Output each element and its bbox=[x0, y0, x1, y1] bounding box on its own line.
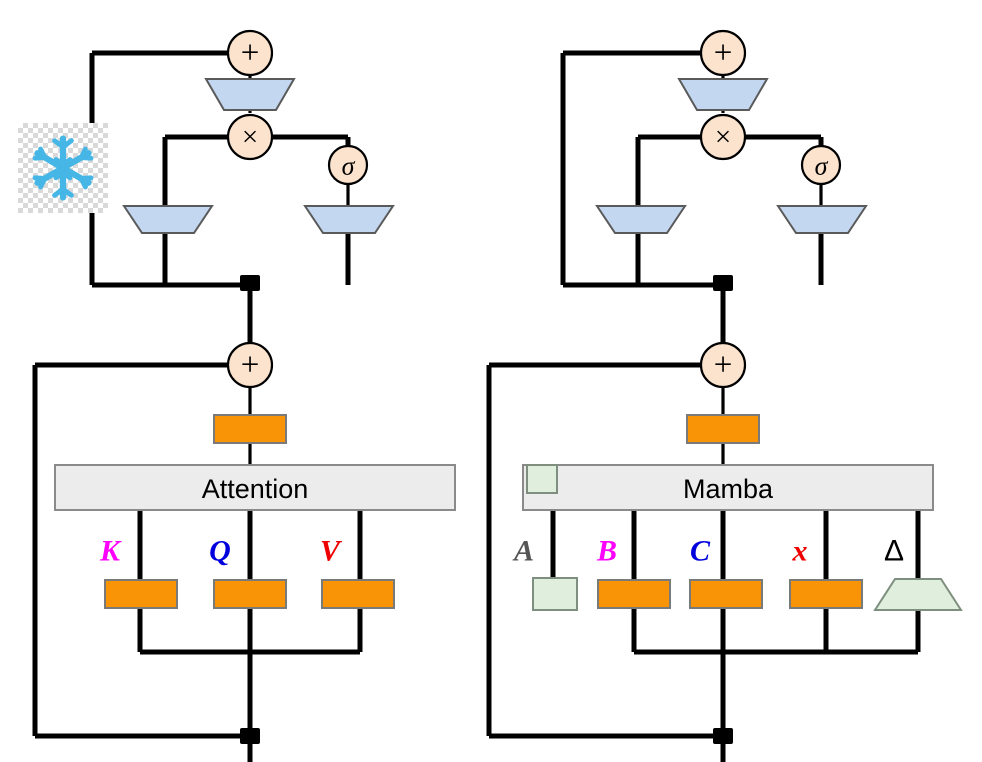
mamba-ssm-state-marker bbox=[526, 464, 558, 494]
mamba-sigma-op: σ bbox=[800, 144, 842, 186]
attention-lower-add-op: + bbox=[226, 341, 274, 389]
snowflake-icon bbox=[18, 123, 108, 213]
attention-output-adapter bbox=[213, 414, 287, 444]
mamba-b-adapter bbox=[597, 579, 671, 609]
attention-panel: + × σ bbox=[32, 29, 456, 762]
mamba-x-adapter bbox=[789, 579, 863, 609]
attention-lower-junction bbox=[240, 728, 260, 744]
add-glyph: + bbox=[714, 347, 733, 383]
mamba-lower-add-op: + bbox=[699, 341, 747, 389]
sigma-glyph: σ bbox=[815, 152, 829, 181]
attention-label-k: K bbox=[99, 535, 122, 568]
mamba-module-box bbox=[522, 464, 934, 511]
add-glyph: + bbox=[241, 347, 260, 383]
mamba-label-a: A bbox=[512, 535, 534, 568]
mamba-module-label: Mamba bbox=[683, 474, 774, 504]
mamba-panel: + × σ bbox=[486, 29, 963, 762]
mamba-mul-op: × bbox=[699, 113, 747, 161]
multiply-glyph: × bbox=[715, 121, 731, 153]
attention-gate-right-projection bbox=[303, 205, 395, 234]
mamba-output-adapter bbox=[686, 414, 760, 444]
mamba-label-delta: Δ bbox=[884, 535, 904, 568]
mamba-label-x: x bbox=[792, 535, 808, 568]
multiply-glyph: × bbox=[242, 121, 258, 153]
mamba-a-param-box bbox=[532, 577, 578, 611]
attention-sigma-op: σ bbox=[327, 144, 369, 186]
mamba-c-adapter bbox=[689, 579, 763, 609]
attention-module-label: Attention bbox=[202, 474, 309, 504]
mamba-delta-projection bbox=[873, 578, 963, 611]
mamba-upper-wiring bbox=[560, 50, 824, 343]
mamba-label-c: C bbox=[690, 535, 711, 568]
attention-upper-add-op: + bbox=[226, 29, 274, 77]
attention-upper-junction bbox=[240, 275, 260, 291]
attention-module-box bbox=[54, 464, 456, 511]
mamba-gate-right-projection bbox=[776, 205, 868, 234]
attention-lower-wiring bbox=[32, 362, 363, 762]
attention-mul-op: × bbox=[226, 113, 274, 161]
attention-gate-left-projection bbox=[122, 205, 214, 234]
mamba-upper-add-op: + bbox=[699, 29, 747, 77]
add-glyph: + bbox=[241, 35, 260, 71]
attention-k-adapter bbox=[104, 579, 178, 609]
mamba-lower-junction bbox=[713, 728, 733, 744]
mamba-upper-junction bbox=[713, 275, 733, 291]
attention-up-projection bbox=[204, 78, 296, 111]
mamba-up-projection bbox=[677, 78, 769, 111]
attention-label-q: Q bbox=[209, 535, 231, 568]
mamba-gate-left-projection bbox=[595, 205, 687, 234]
attention-label-v: V bbox=[320, 535, 343, 568]
add-glyph: + bbox=[714, 35, 733, 71]
sigma-glyph: σ bbox=[342, 152, 356, 181]
attention-v-adapter bbox=[321, 579, 395, 609]
mamba-label-b: B bbox=[596, 535, 617, 568]
mamba-lower-wiring bbox=[486, 362, 921, 762]
attention-q-adapter bbox=[213, 579, 287, 609]
